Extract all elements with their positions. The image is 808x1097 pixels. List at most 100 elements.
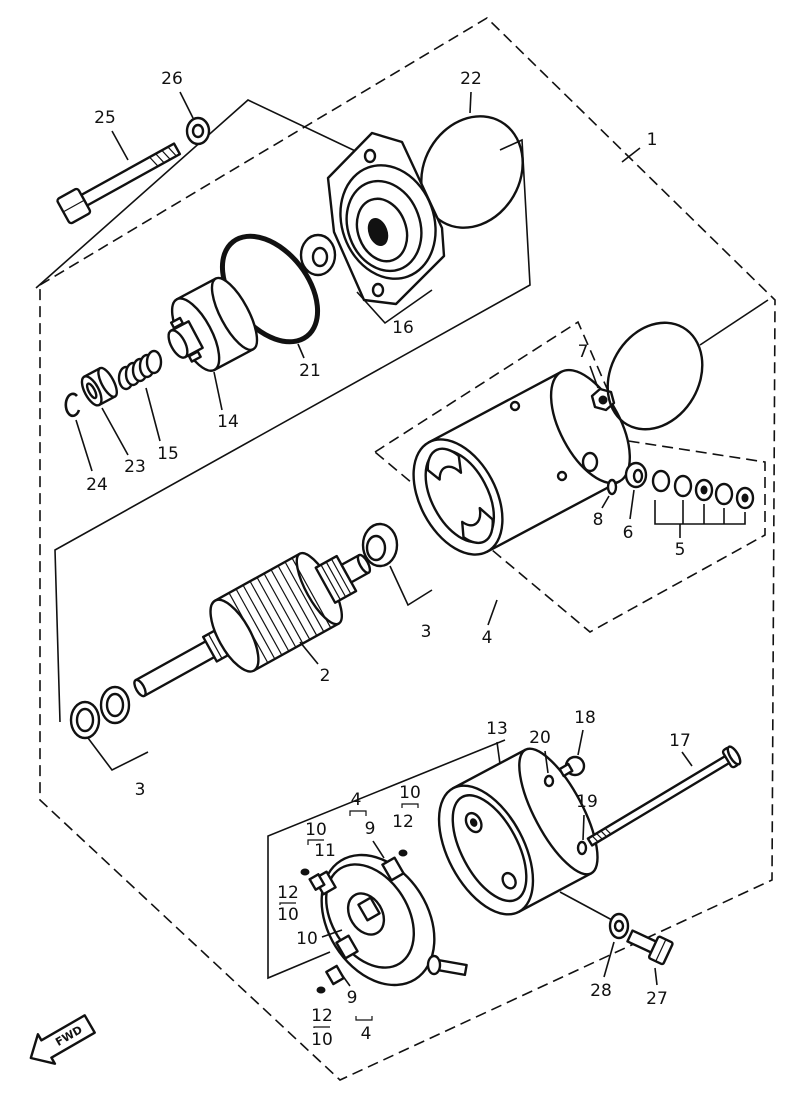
callout-25: 25	[94, 108, 116, 128]
o-ring-8	[606, 478, 618, 496]
armature-2	[133, 551, 372, 698]
bolt-25-thread	[161, 149, 171, 160]
gear-housing-14-tooth	[169, 316, 185, 330]
circlip-24-leader	[75, 419, 93, 472]
yoke-4-terminal	[581, 451, 599, 473]
bolt-25-head-edge	[62, 199, 85, 213]
spring-15-coil	[145, 349, 163, 375]
armature-2-leader	[299, 641, 319, 665]
callout-5: 5	[675, 540, 686, 560]
lower-group-boundary	[267, 739, 506, 980]
lower-group-leader-28	[559, 891, 613, 921]
callout-15: 15	[157, 444, 179, 464]
callout-27: 27	[646, 989, 668, 1009]
insulator-6-leader	[629, 489, 635, 520]
gear-housing-14-back	[210, 276, 259, 352]
armature-2-slot	[249, 580, 290, 652]
o-ring-8-leader	[601, 495, 610, 509]
armature-2-shaft	[134, 639, 218, 698]
rear-cover-13-leader	[496, 741, 501, 765]
bushing-23	[80, 366, 118, 407]
callout-2: 2	[320, 666, 331, 686]
callout-20: 20	[529, 728, 551, 748]
upper-group-boundary-right	[54, 138, 531, 723]
through-bolt-17-head-face	[726, 745, 742, 766]
washer-5-hole	[741, 493, 749, 503]
callout-3-right: 3	[421, 622, 432, 642]
through-bolt-17-shaft	[586, 752, 734, 847]
armature-2-shaft-tip	[133, 678, 147, 698]
armature-2-commutator-bar	[325, 561, 347, 598]
callout-17: 17	[669, 731, 691, 751]
bushing-23-leader	[101, 407, 129, 456]
nut-7-hole	[598, 395, 608, 405]
gear-housing-14-leader	[213, 371, 223, 411]
bracket-4-bottom	[355, 1016, 373, 1021]
through-bolt-17-thread	[596, 832, 603, 840]
callout-11: 11	[314, 841, 336, 861]
assembly-boundary-dashed	[39, 16, 776, 1081]
screw-18-shaft	[558, 762, 574, 778]
callout-19: 19	[576, 792, 598, 812]
yoke-4	[412, 368, 631, 556]
callout-6: 6	[623, 523, 634, 543]
yoke-4-plus-mark	[509, 400, 521, 412]
bolt-27-head-edge	[655, 939, 667, 962]
bracket-10-12-top	[401, 803, 419, 808]
through-bolt-17-leader	[681, 751, 693, 767]
armature-2-gear-end	[356, 553, 372, 575]
bolt-25-leader	[111, 130, 129, 161]
bolt-25-thread	[149, 156, 159, 167]
callout-4-bottom: 4	[361, 1024, 372, 1044]
brush-spring	[398, 849, 408, 857]
bolt-27-leader	[654, 967, 658, 986]
fwd-arrow-icon	[29, 1014, 96, 1065]
bracket-12-10-bottom	[313, 1026, 330, 1028]
callout-23: 23	[124, 457, 146, 477]
callout-24: 24	[86, 475, 108, 495]
bolt-27	[626, 929, 674, 966]
o-ring-19	[576, 840, 588, 856]
callout-10-top-right: 10	[399, 783, 421, 803]
yoke-4-magnet-bottom	[461, 506, 494, 545]
washer-20	[543, 774, 555, 788]
brush-9-leader	[339, 971, 351, 987]
callout-12-top-right: 12	[392, 812, 414, 832]
washer-5	[673, 474, 693, 498]
brush-plate-terminal-nut	[426, 954, 442, 976]
armature-2-core-face	[209, 598, 260, 673]
armature-2-commutator-bar	[330, 558, 352, 595]
callout-13: 13	[486, 719, 508, 739]
callout-8: 8	[593, 510, 604, 530]
through-bolt-17-thread	[600, 830, 608, 838]
callout-7: 7	[578, 342, 589, 362]
assembly-1-leader	[621, 147, 641, 163]
armature-2-spline-line	[207, 633, 223, 659]
spring-15	[117, 349, 163, 391]
washer-28-leader	[603, 941, 615, 978]
armature-2-slot	[291, 557, 332, 629]
armature-2-slot	[242, 584, 283, 656]
brush-spring	[300, 868, 310, 876]
callout-9-top: 9	[365, 819, 376, 839]
washer-3-left-b-hole	[105, 692, 125, 718]
washer-26-hole	[191, 123, 205, 139]
callout-1: 1	[647, 130, 658, 150]
insulator-6-hole	[632, 468, 644, 484]
gear-housing-14-hub-face	[167, 329, 189, 359]
bracket-12-10-left	[279, 902, 296, 905]
through-bolt-17-thread	[604, 827, 612, 835]
callout-12-bottom: 12	[311, 1006, 333, 1026]
front-cover-16-bolt-hole-bottom	[371, 282, 385, 298]
washer-5-bracket	[654, 500, 746, 525]
washer-28-hole	[613, 919, 625, 933]
armature-2-slot	[235, 588, 276, 660]
spring-15-leader	[145, 387, 161, 442]
screw-18-leader	[577, 729, 584, 756]
armature-2-slot	[270, 569, 311, 640]
rear-cover-13-hole	[501, 871, 517, 890]
brush-9-leader	[372, 840, 385, 859]
callout-4-yoke: 4	[482, 628, 493, 648]
brush	[357, 896, 381, 922]
